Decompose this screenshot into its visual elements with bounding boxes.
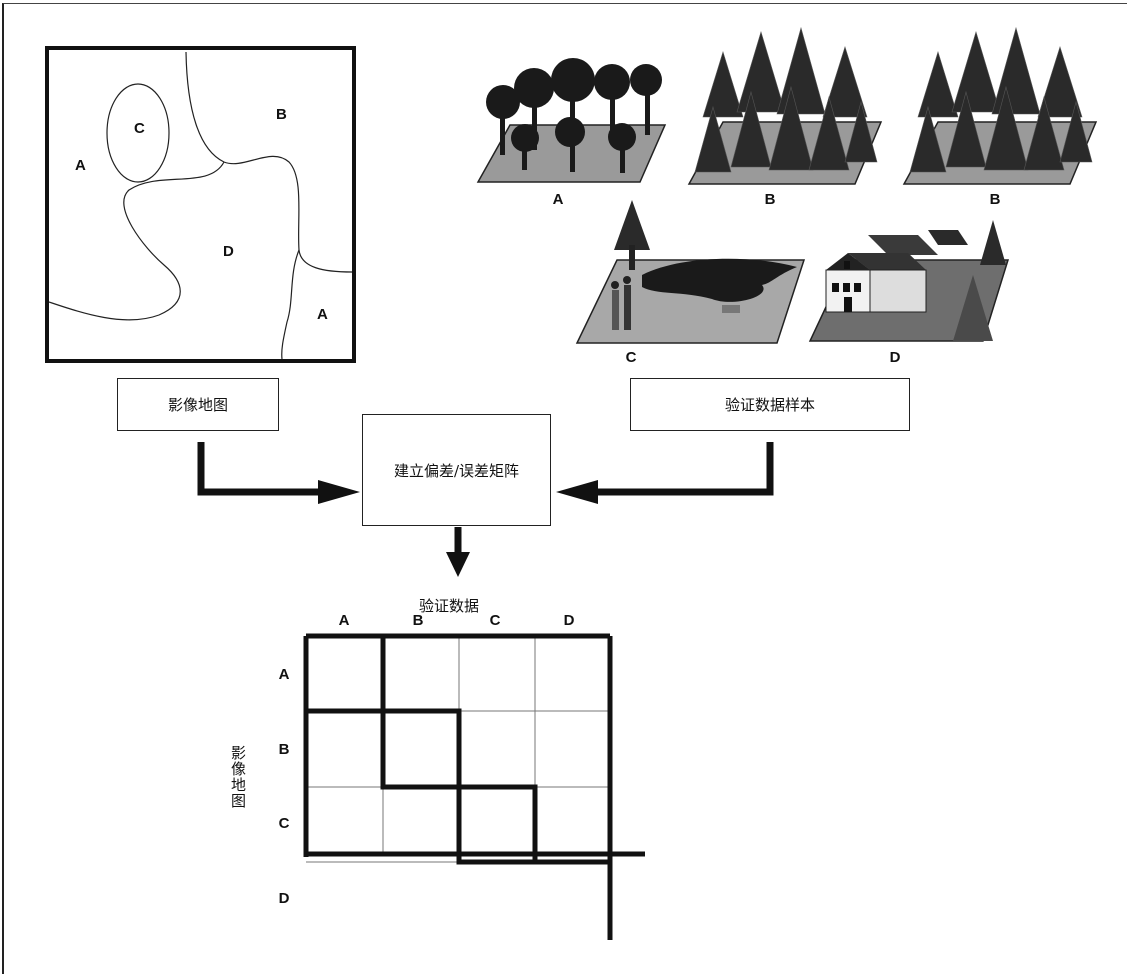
- matrix-row-header: D: [278, 890, 290, 907]
- matrix-row-header: A: [278, 666, 290, 683]
- matrix-column-header: A: [338, 612, 350, 629]
- matrix-column-header: B: [412, 612, 424, 629]
- validation-samples-box: 验证数据样本: [630, 378, 910, 431]
- matrix-row-axis-label: 影像地图: [229, 745, 247, 809]
- matrix-diagonal: [306, 636, 610, 865]
- sample-scene-conifer: [687, 26, 883, 185]
- validation-samples-box-label: 验证数据样本: [724, 396, 815, 414]
- image-map-box-label: 影像地图: [167, 396, 228, 414]
- map-zone-label: B: [276, 106, 287, 123]
- sample-label: B: [989, 191, 1001, 208]
- sample-scene-house: [808, 220, 1010, 342]
- arrow-head-down: [446, 552, 470, 577]
- build-error-matrix-box: 建立偏差/误差矩阵: [362, 414, 551, 526]
- sample-label: D: [889, 349, 901, 366]
- matrix-title: 验证数据: [419, 597, 480, 615]
- matrix-row-header: C: [278, 815, 290, 832]
- matrix-column-header: C: [489, 612, 501, 629]
- image-map: C B A D A: [45, 46, 356, 363]
- sample-scene-deciduous: [476, 58, 667, 183]
- matrix-row-header: B: [278, 741, 290, 758]
- matrix-column-header: D: [563, 612, 575, 629]
- figure-frame: [2, 3, 1127, 974]
- map-zone-label: D: [223, 243, 234, 260]
- sample-label: C: [625, 349, 637, 366]
- sample-scene-water: [575, 200, 806, 344]
- map-zone-label: A: [75, 157, 86, 174]
- arrow-from-image-map: [197, 442, 318, 496]
- map-boundaries: [49, 51, 352, 359]
- image-map-box: 影像地图: [117, 378, 279, 431]
- map-zone-label: A: [317, 306, 328, 323]
- sample-label: B: [764, 191, 776, 208]
- arrow-head-right: [318, 480, 360, 504]
- sample-scene-conifer: [902, 26, 1098, 185]
- build-error-matrix-box-label: 建立偏差/误差矩阵: [393, 461, 520, 480]
- map-zone-label: C: [134, 120, 145, 137]
- sample-label: A: [552, 191, 564, 208]
- arrow-head-left: [556, 480, 598, 504]
- arrow-from-validation-samples: [598, 442, 774, 496]
